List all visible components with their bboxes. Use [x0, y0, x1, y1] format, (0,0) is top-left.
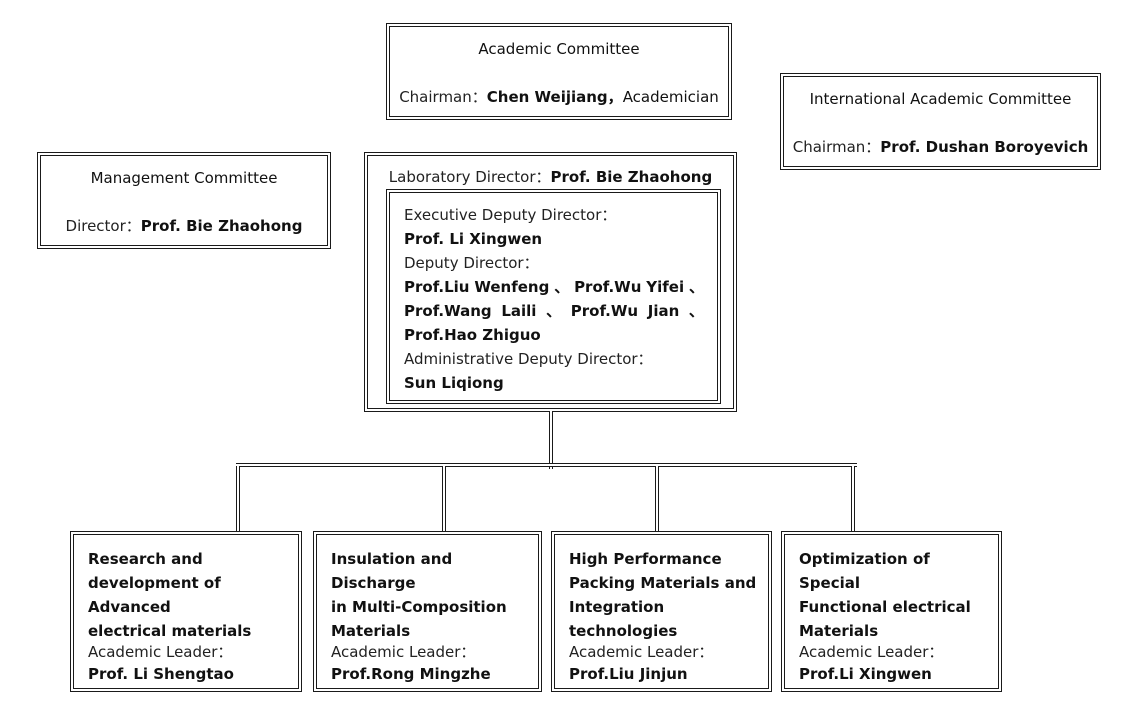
academic-leader-name: Prof.Li Xingwen: [799, 665, 932, 683]
executive-deputy-label: Executive Deputy Director：: [404, 206, 617, 224]
research-area-title: Optimization of Special: [799, 550, 930, 592]
chairman-name: Prof. Dushan Boroyevich: [880, 138, 1089, 156]
deputy-names-row-1: Prof.Liu Wenfeng 、 Prof.Wu Yifei 、: [404, 275, 704, 299]
international-committee-box: International Academic Committee Chairma…: [780, 73, 1101, 170]
research-area-box-4: Optimization of Special Functional elect…: [781, 531, 1002, 692]
chairman-label: Chairman：: [792, 138, 881, 156]
administrative-deputy-label: Administrative Deputy Director：: [404, 350, 653, 368]
branch-connector-1: [236, 466, 240, 532]
deputy-name-part: Prof.Wang: [404, 302, 492, 320]
deputy-name-part: Wenfeng: [474, 278, 550, 296]
research-area-title: development of Advanced: [88, 574, 221, 616]
research-area-box-3: High Performance Packing Materials and I…: [551, 531, 772, 692]
deputy-name-part: Prof.Wu: [574, 278, 642, 296]
international-committee-title: International Academic Committee: [809, 90, 1072, 108]
laboratory-director-name: Prof. Bie Zhaohong: [550, 168, 713, 186]
administrative-deputy-name: Sun Liqiong: [404, 374, 504, 392]
chairman-title: Academician: [622, 88, 719, 106]
chairman-name: Chen Weijiang，: [486, 88, 623, 106]
management-committee-box: Management Committee Director：Prof. Bie …: [37, 152, 331, 249]
director-label: Director：: [65, 217, 141, 235]
separator: 、: [688, 278, 704, 296]
academic-committee-chairman: Chairman：Chen Weijiang，Academician: [390, 86, 728, 107]
research-area-box-1: Research and development of Advanced ele…: [70, 531, 302, 692]
deputy-name-part: Laili: [501, 302, 537, 320]
research-area-title: electrical materials: [88, 622, 252, 640]
international-committee-chairman: Chairman：Prof. Dushan Boroyevich: [784, 136, 1097, 157]
horizontal-connector: [236, 463, 857, 467]
research-area-title: Integration technologies: [569, 598, 678, 640]
separator: 、: [554, 278, 570, 296]
academic-leader-label: Academic Leader：: [88, 643, 233, 661]
deputy-name-part: Yifei: [646, 278, 685, 296]
academic-leader-label: Academic Leader：: [569, 643, 714, 661]
research-area-title: in Multi-Composition: [331, 598, 507, 616]
deputy-name-part: Prof.Liu: [404, 278, 470, 296]
deputy-name-part: Prof.Wu: [570, 302, 639, 320]
academic-committee-box: Academic Committee Chairman：Chen Weijian…: [386, 23, 732, 120]
research-area-title: Insulation and Discharge: [331, 550, 453, 592]
research-area-title: Packing Materials and: [569, 574, 757, 592]
director-name: Prof. Bie Zhaohong: [140, 217, 303, 235]
research-area-box-2: Insulation and Discharge in Multi-Compos…: [313, 531, 542, 692]
academic-leader-label: Academic Leader：: [331, 643, 476, 661]
branch-connector-4: [851, 466, 855, 532]
separator: 、: [546, 302, 562, 320]
deputy-name-part: Jian: [647, 302, 680, 320]
research-area-title: Research and: [88, 550, 203, 568]
academic-leader-name: Prof. Li Shengtao: [88, 665, 234, 683]
executive-deputy-name: Prof. Li Xingwen: [404, 230, 543, 248]
deputy-names-row-3: Prof.Hao Zhiguo: [404, 326, 541, 344]
separator: 、: [688, 302, 704, 320]
laboratory-director: Laboratory Director：Prof. Bie Zhaohong: [368, 166, 733, 187]
academic-committee-title: Academic Committee: [478, 40, 640, 58]
research-area-title: Materials: [799, 622, 879, 640]
management-committee-director: Director：Prof. Bie Zhaohong: [41, 215, 327, 236]
academic-leader-name: Prof.Rong Mingzhe: [331, 665, 491, 683]
management-committee-title: Management Committee: [90, 169, 278, 187]
deputy-names-row-2: Prof.Wang Laili 、 Prof.Wu Jian 、: [404, 299, 704, 323]
research-area-title: Materials: [331, 622, 411, 640]
research-area-title: Functional electrical: [799, 598, 971, 616]
research-area-title: High Performance: [569, 550, 722, 568]
deputy-director-label: Deputy Director：: [404, 254, 539, 272]
academic-leader-name: Prof.Liu Jinjun: [569, 665, 688, 683]
chairman-label: Chairman：: [399, 88, 487, 106]
trunk-connector: [549, 411, 553, 469]
academic-leader-label: Academic Leader：: [799, 643, 944, 661]
branch-connector-2: [442, 466, 446, 532]
deputy-directors-box: Executive Deputy Director： Prof. Li Xing…: [386, 189, 721, 404]
laboratory-director-label: Laboratory Director：: [388, 168, 551, 186]
branch-connector-3: [655, 466, 659, 532]
